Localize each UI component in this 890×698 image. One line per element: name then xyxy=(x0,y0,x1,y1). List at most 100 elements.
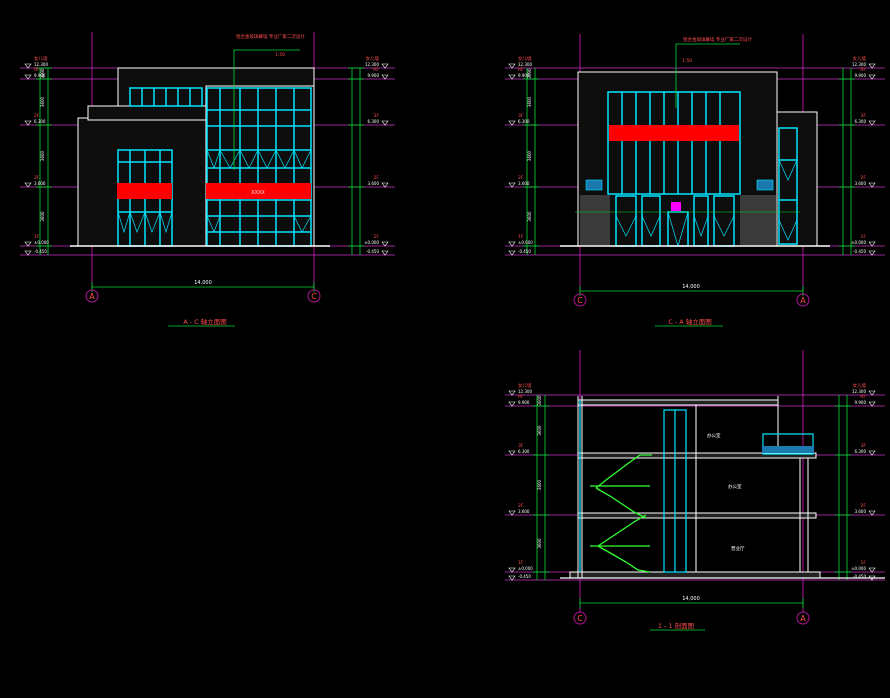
grid-label-a: A xyxy=(89,292,95,301)
level-marker-icon xyxy=(508,120,516,126)
level-elevation: 6.300 xyxy=(34,119,46,124)
level-elevation: 3.600 xyxy=(518,509,530,514)
level-elevation: 6.300 xyxy=(855,449,867,454)
level-elevation: 3.600 xyxy=(855,181,867,186)
level-elevation: ±0.000 xyxy=(851,240,866,245)
level-labels-left: 女儿墙12.300RF9.9002F6.3002F3.6001F±0.000-0… xyxy=(24,55,49,256)
callout-sub: 1:50 xyxy=(682,58,692,64)
level-elevation: 3.600 xyxy=(855,509,867,514)
level-elevation: 9.900 xyxy=(368,73,380,78)
level-elevation: ±0.000 xyxy=(34,240,49,245)
level-marker-icon xyxy=(24,241,32,247)
level-name: RF xyxy=(860,67,866,73)
callout-text: 铝合金玻璃幕墙 专业厂家二次设计 xyxy=(236,33,305,40)
glazing-opening-marks xyxy=(117,149,312,234)
level-name: 2F xyxy=(861,175,867,181)
overall-dimension: 14,000 xyxy=(682,284,700,290)
level-marker-icon xyxy=(868,74,876,80)
level-name: 2F xyxy=(34,175,40,181)
level-name: 2F xyxy=(518,503,524,509)
grid-label-a: A xyxy=(800,296,806,305)
level-marker-icon xyxy=(24,63,32,69)
storey-dimension: 3600 xyxy=(537,425,542,436)
level-elevation: 12.300 xyxy=(852,389,866,394)
grid-label-c: C xyxy=(577,614,583,623)
level-name: 女儿墙 xyxy=(518,55,532,62)
grid-bubble-a xyxy=(85,289,99,303)
level-marker-icon xyxy=(381,182,389,188)
level-marker-icon xyxy=(868,120,876,126)
storey-dimension: 3000 xyxy=(527,68,532,79)
level-name: 2F xyxy=(518,175,524,181)
section-walls xyxy=(577,396,809,578)
level-name: 3F xyxy=(518,113,524,119)
level-elevation: 12.300 xyxy=(365,62,379,67)
level-marker-icon xyxy=(381,63,389,69)
level-elevation: 9.900 xyxy=(855,73,867,78)
signage-band xyxy=(609,125,739,141)
overall-dimension: 14,000 xyxy=(194,280,212,286)
level-marker-icon xyxy=(868,241,876,247)
level-name: RF xyxy=(860,394,866,400)
level-marker-icon xyxy=(381,74,389,80)
stair-core-glazing xyxy=(579,400,814,573)
level-marker-icon xyxy=(508,182,516,188)
level-elevation: 9.900 xyxy=(518,400,530,405)
level-name: 1F xyxy=(861,560,867,566)
level-name: 2F xyxy=(374,175,380,181)
stair-flights xyxy=(590,454,652,573)
grid-bubble-a xyxy=(796,611,810,625)
level-name: 2F xyxy=(861,503,867,509)
storey-dimension: 3000 xyxy=(40,68,45,79)
level-elevation: 6.300 xyxy=(518,119,530,124)
level-elevation: 3.600 xyxy=(518,181,530,186)
level-elevation: -0.450 xyxy=(518,574,531,579)
level-name: 1F xyxy=(374,234,380,240)
level-elevation: 3.600 xyxy=(368,181,380,186)
balcony-slab xyxy=(762,446,814,453)
level-elevation: 12.300 xyxy=(518,389,532,394)
level-name: 3F xyxy=(374,113,380,119)
level-name: 1F xyxy=(861,234,867,240)
level-elevation: -0.450 xyxy=(518,249,531,254)
entry-marker xyxy=(671,202,681,211)
level-name: RF xyxy=(373,67,379,73)
level-marker-icon xyxy=(508,241,516,247)
ac-unit-left xyxy=(585,179,603,191)
level-marker-icon xyxy=(508,250,516,256)
level-name: 女儿墙 xyxy=(853,55,867,62)
dimension-chains xyxy=(36,67,364,292)
level-elevation: 12.300 xyxy=(518,62,532,67)
ac-unit-right xyxy=(756,179,774,191)
section-1-1: 办公室 办公室 营业厅 女儿墙12.300RF9.9003F6.3002F3.6… xyxy=(505,350,885,631)
level-marker-icon xyxy=(508,401,516,407)
room-label-3f: 办公室 xyxy=(707,432,721,439)
level-marker-icon xyxy=(508,567,516,573)
level-elevation: 12.300 xyxy=(34,62,48,67)
level-marker-icon xyxy=(381,250,389,256)
signage-text: XXXX xyxy=(251,190,265,196)
wall-texture xyxy=(580,195,776,245)
level-marker-icon xyxy=(508,450,516,456)
callout-sub: 1:50 xyxy=(275,52,285,58)
level-marker-icon xyxy=(24,74,32,80)
level-name: RF xyxy=(518,67,524,73)
grid-label-c: C xyxy=(577,296,583,305)
drawing-title: C - A 轴立面图 xyxy=(668,317,712,326)
level-elevation: 9.900 xyxy=(34,73,46,78)
level-marker-icon xyxy=(868,567,876,573)
level-marker-icon xyxy=(868,182,876,188)
level-elevation: 6.300 xyxy=(368,119,380,124)
level-marker-icon xyxy=(868,390,876,396)
callout-text: 铝合金玻璃幕墙 专业厂家二次设计 xyxy=(683,36,752,43)
wall-outline xyxy=(77,67,315,247)
level-name: 女儿墙 xyxy=(518,382,532,389)
grid-bubble-c xyxy=(573,611,587,625)
storey-dimension: 3600 xyxy=(40,211,45,222)
level-elevation: -0.450 xyxy=(853,249,866,254)
level-name: 女儿墙 xyxy=(366,55,380,62)
level-elevation: ±0.000 xyxy=(364,240,379,245)
level-name: 女儿墙 xyxy=(34,55,48,62)
